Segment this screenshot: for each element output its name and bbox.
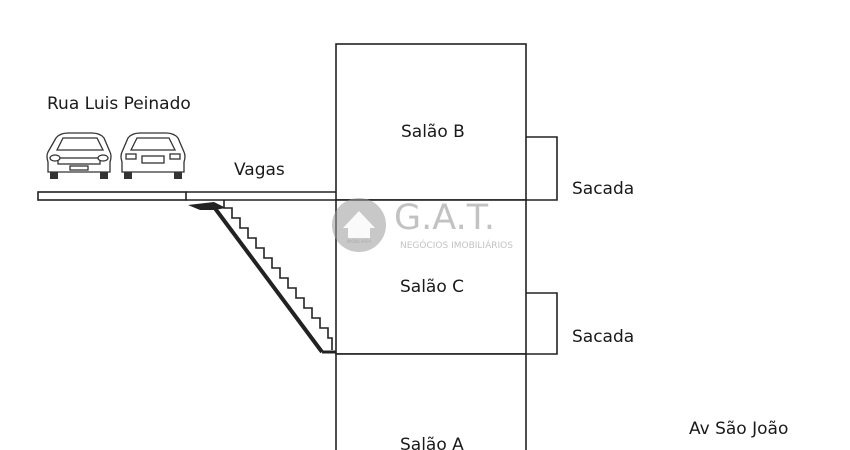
room-a-box — [335, 353, 527, 450]
room-a-label: Salão A — [400, 435, 464, 450]
street-top-label: Rua Luis Peinado — [47, 94, 191, 114]
watermark-brand: G.A.T. — [394, 198, 495, 238]
balcony-upper-label: Sacada — [572, 179, 634, 199]
watermark-tagline: NEGÓCIOS IMOBILIÁRIOS — [400, 239, 513, 251]
room-b-box — [335, 43, 527, 201]
car-rear-icon — [120, 132, 186, 179]
watermark-small: IMOBILIÁRIA — [347, 239, 372, 244]
balcony-upper-box — [526, 136, 558, 201]
parking-label: Vagas — [234, 160, 285, 180]
street-bottom-label: Av São João — [689, 419, 788, 439]
street-slab — [37, 191, 187, 201]
car-front-icon — [46, 132, 112, 179]
room-b-label: Salão B — [401, 122, 465, 142]
balcony-lower-box — [526, 292, 558, 355]
staircase — [188, 200, 336, 354]
room-c-label: Salão C — [400, 277, 464, 297]
watermark-logo: IMOBILIÁRIA G.A.T. NEGÓCIOS IMOBILIÁRIOS — [332, 198, 513, 252]
balcony-lower-label: Sacada — [572, 327, 634, 347]
